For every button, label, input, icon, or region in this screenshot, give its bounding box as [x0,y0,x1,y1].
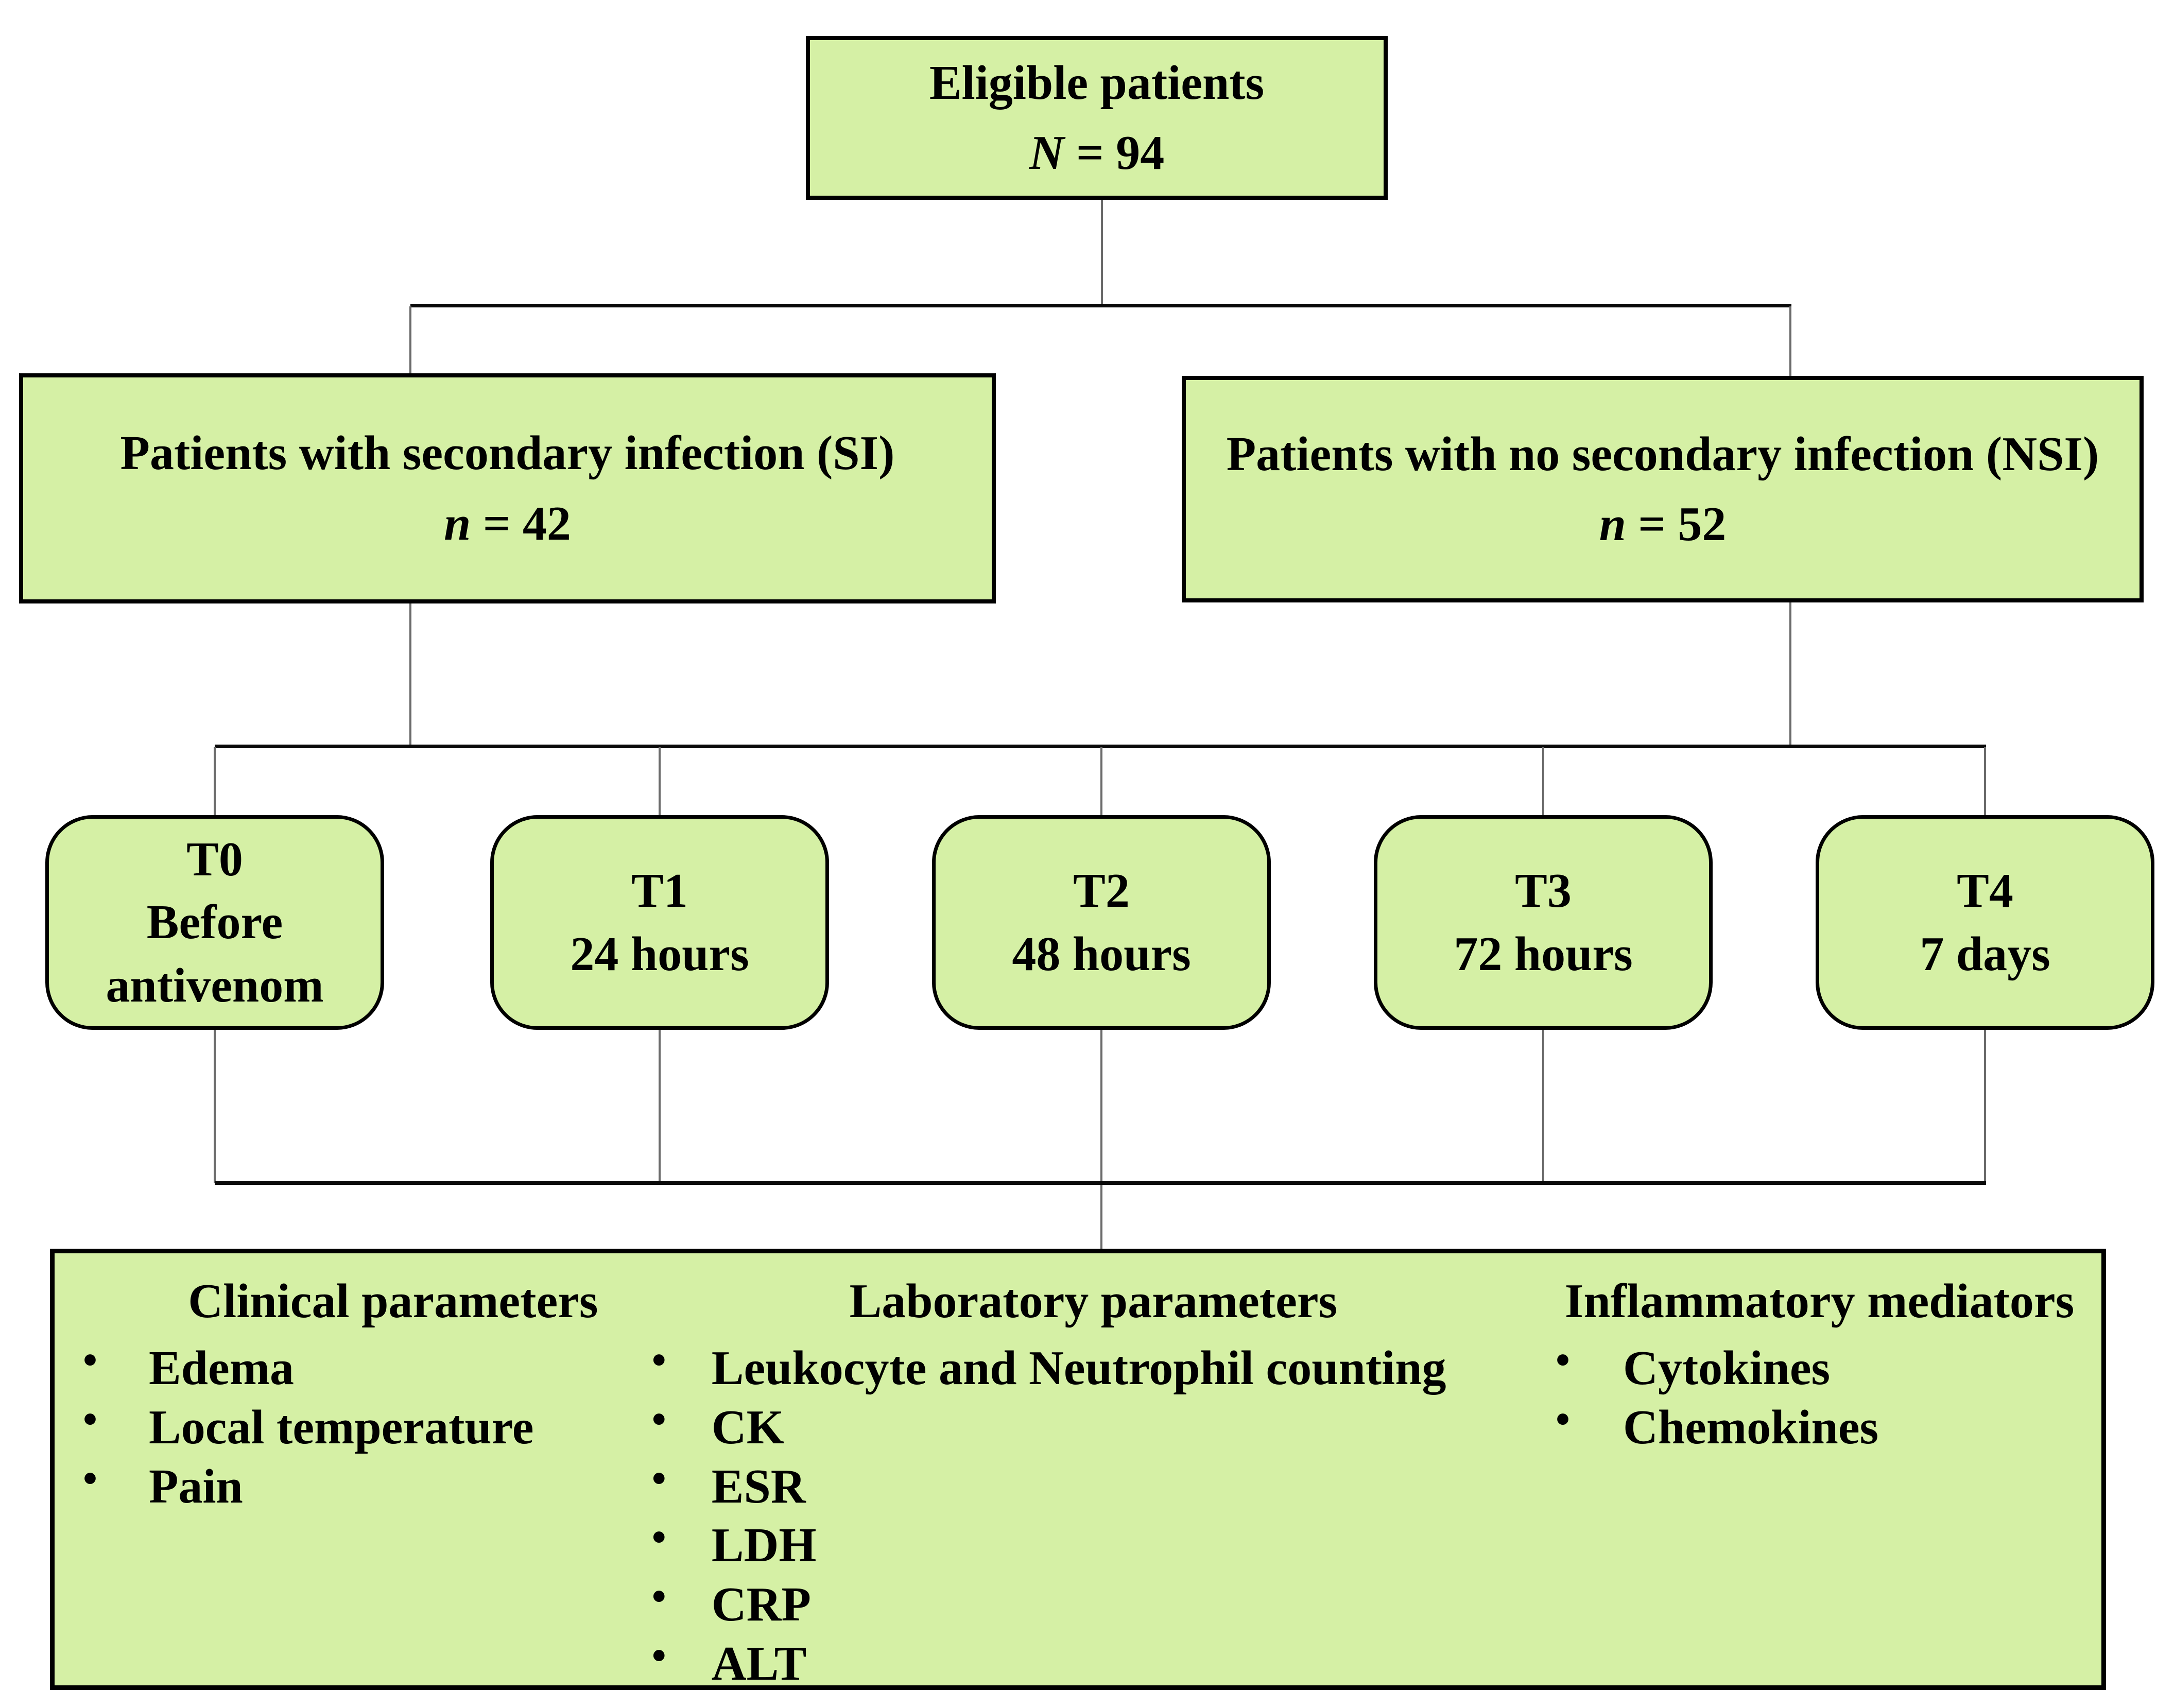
eligible-patients-box: Eligible patients N = 94 [806,36,1388,200]
laboratory-parameters-column: Laboratory parameters •Leukocyte and Neu… [649,1270,1538,1690]
nsi-count: n = 52 [1599,489,1727,559]
t4-line: 7 days [1920,927,2050,981]
t4-line: T4 [1957,864,2013,918]
inflammatory-mediators-list: •Cytokines •Chemokines [1538,1338,2101,1457]
si-box: Patients with secondary infection (SI) n… [19,373,996,603]
bullet-icon: • [651,1338,666,1384]
list-item: •Cytokines [1538,1338,2101,1398]
list-item: •Leukocyte and Neutrophil counting [649,1338,1538,1398]
connector-stem-t0 [214,1030,216,1183]
list-item: •ESR [649,1456,1538,1516]
connector-drop-t2 [1100,747,1102,815]
nsi-box: Patients with no secondary infection (NS… [1182,376,2144,602]
t3-line: 72 hours [1454,927,1633,981]
connector-drop-t1 [659,747,661,815]
list-item: •Local temperature [55,1396,649,1457]
n-value: = 52 [1626,497,1727,551]
t1-line: 24 hours [570,927,749,981]
inflammatory-mediators-column: Inflammatory mediators •Cytokines •Chemo… [1538,1270,2101,1685]
bullet-icon: • [651,1456,666,1502]
eligible-patients-count: N = 94 [1029,118,1164,188]
connector-rail-1 [410,304,1791,307]
eligible-patients-title: Eligible patients [929,56,1265,110]
connector-drop-t3 [1542,747,1544,815]
connector-stem-t4 [1984,1030,1986,1183]
t1-line: T1 [631,864,688,918]
nsi-title: Patients with no secondary infection (NS… [1226,427,2099,481]
connector-stem-top [1101,200,1103,305]
bullet-icon: • [651,1515,666,1561]
t0-line: Before [146,895,283,950]
list-item: •ALT [649,1633,1538,1694]
connector-stem-t1 [659,1030,661,1183]
timepoint-box-t0: T0 Before antivenom [45,815,384,1030]
connector-drop-t4 [1984,747,1986,815]
laboratory-parameters-list: •Leukocyte and Neutrophil counting •CK •… [649,1338,1538,1694]
connector-stem-si [409,603,411,746]
clinical-parameters-list: •Edema •Local temperature •Pain [55,1338,649,1516]
si-count: n = 42 [444,489,571,559]
bullet-icon: • [83,1338,98,1384]
bullet-icon: • [651,1633,666,1679]
t2-line: T2 [1073,864,1130,918]
n-value: = 94 [1064,126,1165,180]
bullet-icon: • [83,1396,98,1442]
bullet-icon: • [1555,1338,1570,1384]
n-symbol: n [444,496,471,550]
t0-line: T0 [186,833,243,887]
list-item: •CK [649,1396,1538,1457]
list-item: •Chemokines [1538,1396,2101,1457]
bullet-icon: • [83,1456,98,1502]
list-item: •CRP [649,1574,1538,1634]
connector-stem-t2 [1100,1030,1102,1183]
connector-drop-t0 [214,747,216,815]
n-symbol: n [1599,497,1626,551]
connector-stem-bottom [1100,1185,1102,1249]
si-title: Patients with secondary infection (SI) [120,426,895,480]
connector-rail-2 [215,745,1986,748]
bullet-icon: • [651,1396,666,1442]
list-item: •Pain [55,1456,649,1516]
parameters-box: Clinical parameters •Edema •Local temper… [50,1249,2106,1690]
inflammatory-mediators-heading: Inflammatory mediators [1564,1274,2075,1328]
t2-line: 48 hours [1012,927,1191,981]
n-symbol: N [1029,126,1064,180]
connector-stem-t3 [1542,1030,1544,1183]
timepoint-box-t3: T3 72 hours [1374,815,1713,1030]
timepoint-box-t2: T2 48 hours [932,815,1271,1030]
timepoint-box-t4: T4 7 days [1816,815,2154,1030]
clinical-parameters-column: Clinical parameters •Edema •Local temper… [55,1270,649,1685]
n-value: = 42 [471,496,571,550]
connector-drop-nsi [1789,306,1791,376]
t0-line: antivenom [106,958,324,1012]
bullet-icon: • [1555,1396,1570,1442]
list-item: •Edema [55,1338,649,1398]
connector-rail-3 [215,1181,1986,1185]
t3-line: T3 [1515,864,1572,918]
list-item: •LDH [649,1515,1538,1575]
connector-drop-si [409,306,411,373]
laboratory-parameters-heading: Laboratory parameters [849,1274,1338,1328]
timepoint-box-t1: T1 24 hours [490,815,829,1030]
clinical-parameters-heading: Clinical parameters [188,1274,598,1328]
connector-stem-nsi [1789,602,1791,746]
bullet-icon: • [651,1574,666,1619]
